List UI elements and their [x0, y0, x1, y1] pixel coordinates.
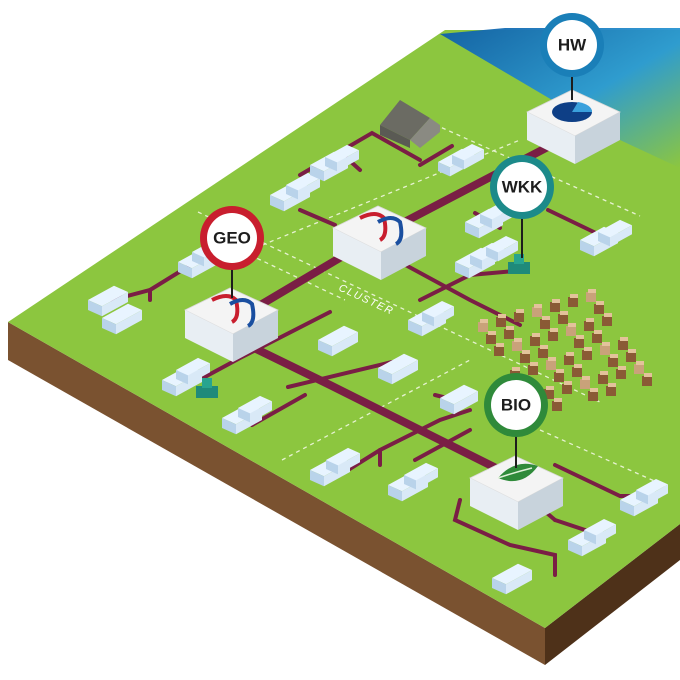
house [176, 357, 210, 385]
tree [550, 299, 560, 312]
tree [568, 294, 578, 307]
tree [532, 304, 542, 317]
pin-geo: GEO [200, 206, 264, 298]
house [452, 144, 484, 170]
tree [520, 350, 530, 363]
tree [530, 333, 540, 346]
tree [486, 331, 496, 344]
pin-wkk: WKK [490, 155, 554, 258]
house [88, 285, 128, 317]
house [286, 172, 320, 200]
tree [512, 338, 522, 351]
house [326, 447, 360, 475]
tree [588, 388, 598, 401]
tree [606, 383, 616, 396]
barn [380, 100, 440, 148]
pump-geo [196, 378, 218, 398]
central-plant [332, 205, 427, 280]
hw-plant [526, 89, 621, 164]
tree [544, 386, 554, 399]
house [238, 395, 272, 423]
tree [528, 362, 538, 375]
pin-bio-label: BIO [501, 396, 531, 415]
tree [566, 323, 576, 336]
tree [538, 345, 548, 358]
tree [626, 349, 636, 362]
tree [592, 330, 602, 343]
house [492, 563, 532, 595]
house [486, 236, 518, 262]
pin-hw-label: HW [558, 36, 587, 55]
house [440, 384, 478, 415]
house [636, 479, 668, 505]
pin-wkk-label: WKK [502, 178, 543, 197]
plants [184, 89, 621, 530]
tree [602, 313, 612, 326]
tree [618, 337, 628, 350]
tree [546, 357, 556, 370]
house [422, 301, 454, 327]
soil-front-face [8, 322, 545, 665]
tree [562, 381, 572, 394]
tree [558, 311, 568, 324]
tree [616, 366, 626, 379]
tree [564, 352, 574, 365]
tree [608, 354, 618, 367]
tree [504, 326, 514, 339]
house [598, 219, 632, 247]
house [325, 144, 359, 172]
soil-side-face [545, 524, 680, 665]
tree [494, 343, 504, 356]
tree [642, 373, 652, 386]
forest [478, 289, 652, 416]
pin-hw: HW [540, 13, 604, 100]
pin-bio: BIO [484, 373, 548, 468]
bio-plant [469, 455, 564, 530]
tree [478, 319, 488, 332]
tree [584, 318, 594, 331]
tree [496, 314, 506, 327]
geo-plant [184, 287, 279, 362]
house [378, 353, 418, 385]
tree [594, 301, 604, 314]
pump-wkk [508, 254, 530, 274]
tree [552, 398, 562, 411]
location-pins: HW WKK GEO BIO [200, 13, 604, 468]
tree [572, 364, 582, 377]
tree [586, 289, 596, 302]
house [318, 325, 358, 357]
tree [580, 376, 590, 389]
tree [514, 309, 524, 322]
house [404, 462, 438, 490]
tree [582, 347, 592, 360]
house [584, 519, 616, 545]
tree [634, 361, 644, 374]
tree [574, 335, 584, 348]
tree [554, 369, 564, 382]
pin-geo-label: GEO [213, 229, 251, 248]
tree [598, 371, 608, 384]
tree [548, 328, 558, 341]
house [102, 303, 142, 335]
tree [540, 316, 550, 329]
tree [600, 342, 610, 355]
